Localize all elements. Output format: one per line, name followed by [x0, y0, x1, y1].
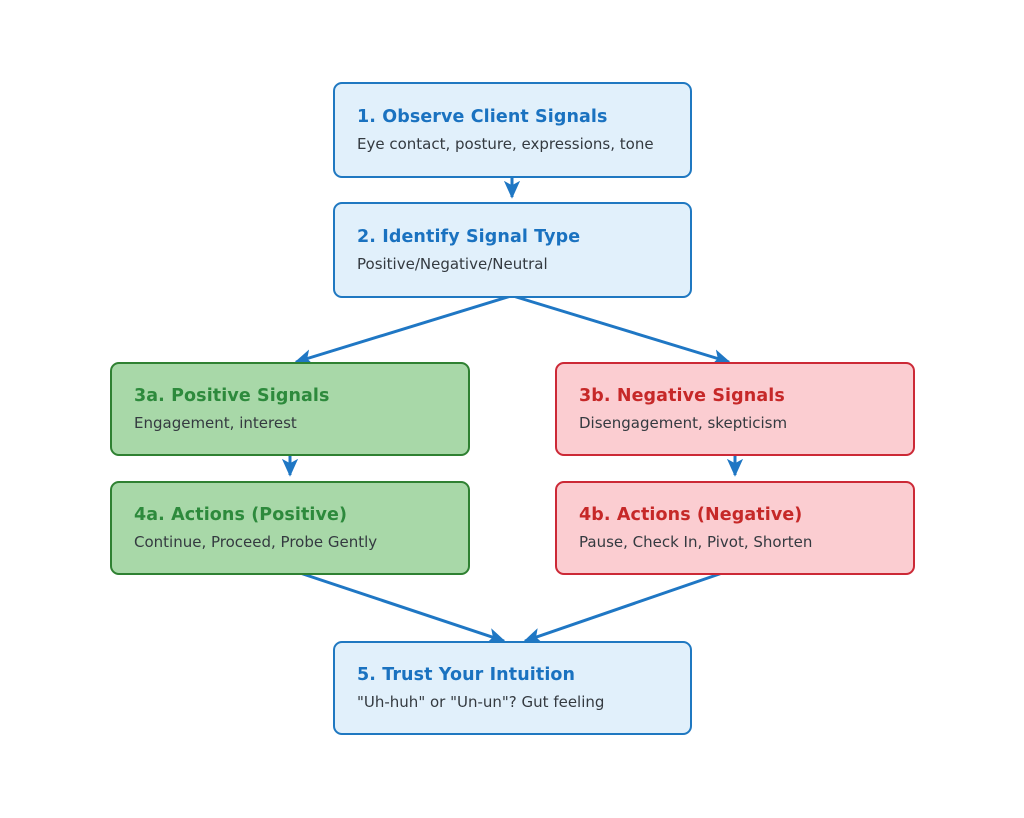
- node-identify-signal-type[interactable]: 2. Identify Signal Type Positive/Negativ…: [333, 202, 692, 298]
- node-subtitle: Eye contact, posture, expressions, tone: [357, 135, 654, 153]
- node-subtitle: Engagement, interest: [134, 414, 297, 432]
- node-subtitle: Positive/Negative/Neutral: [357, 255, 548, 273]
- node-title: 4b. Actions (Negative): [579, 505, 803, 525]
- node-positive-signals[interactable]: 3a. Positive Signals Engagement, interes…: [110, 362, 470, 456]
- node-title: 3b. Negative Signals: [579, 386, 785, 406]
- edge-identify-to-negative-signals: [512, 294, 731, 366]
- node-title: 1. Observe Client Signals: [357, 107, 608, 127]
- node-title: 4a. Actions (Positive): [134, 505, 348, 525]
- edge-actions-positive-to-intuition: [290, 568, 506, 644]
- node-subtitle: Disengagement, skepticism: [579, 414, 788, 432]
- node-subtitle: Pause, Check In, Pivot, Shorten: [579, 533, 813, 551]
- node-title: 3a. Positive Signals: [134, 386, 330, 406]
- node-actions-negative[interactable]: 4b. Actions (Negative) Pause, Check In, …: [555, 481, 915, 575]
- edge-actions-negative-to-intuition: [523, 568, 732, 644]
- node-trust-your-intuition[interactable]: 5. Trust Your Intuition "Uh-huh" or "Un-…: [333, 641, 692, 735]
- node-actions-positive[interactable]: 4a. Actions (Positive) Continue, Proceed…: [110, 481, 470, 575]
- node-title: 5. Trust Your Intuition: [357, 665, 576, 685]
- edge-identify-to-positive-signals: [294, 294, 512, 365]
- node-subtitle: Continue, Proceed, Probe Gently: [134, 533, 378, 551]
- node-subtitle: "Uh-huh" or "Un-un"? Gut feeling: [357, 693, 605, 711]
- node-negative-signals[interactable]: 3b. Negative Signals Disengagement, skep…: [555, 362, 915, 456]
- node-observe-client-signals[interactable]: 1. Observe Client Signals Eye contact, p…: [333, 82, 692, 178]
- node-title: 2. Identify Signal Type: [357, 227, 581, 247]
